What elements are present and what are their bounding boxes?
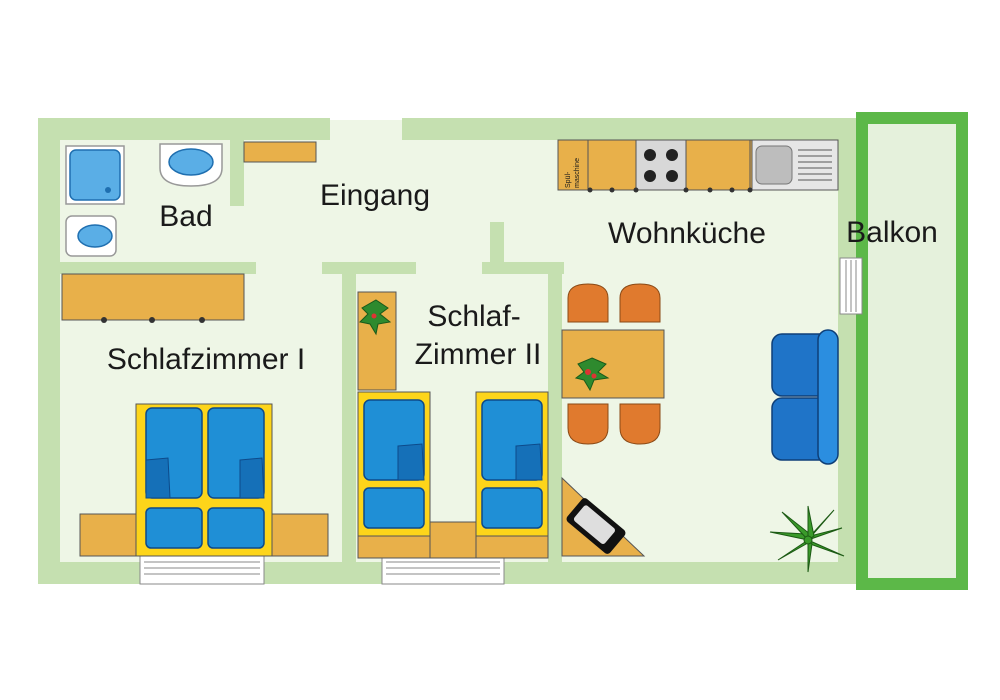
palm-plant-icon [769, 505, 845, 573]
room-label-schlafzimmer-2-line-2: Zimmer II [415, 338, 542, 371]
balcony-railing [856, 112, 968, 590]
window-bedroom-1 [139, 555, 265, 585]
balcony-door [839, 257, 863, 315]
single-bed-right [475, 391, 549, 537]
room-label-bad: Bad [159, 200, 212, 233]
toilet [65, 215, 117, 257]
wardrobe-bedroom-1 [61, 273, 245, 323]
dishwasher [557, 139, 589, 191]
stove [635, 139, 687, 191]
kitchen-counter [557, 139, 839, 193]
balcony [856, 112, 968, 590]
sofa [771, 329, 839, 465]
dishwasher-label-line-2: maschine [574, 158, 581, 188]
room-label-schlafzimmer-1: Schlafzimmer I [107, 343, 305, 376]
dining-chairs [567, 283, 661, 445]
nightstands-bedroom-2 [357, 521, 549, 559]
washbasin [159, 143, 223, 187]
tv-cabinet [561, 476, 646, 557]
room-label-wohnkueche: Wohnküche [608, 217, 766, 250]
room-label-schlafzimmer-2-line-1: Schlaf- [427, 300, 520, 333]
shower-tray [65, 145, 125, 205]
window-bedroom-2 [381, 555, 505, 585]
dishwasher-label-line-1: Spül- [565, 171, 572, 188]
dining-table [561, 329, 665, 399]
entrance-shelf [243, 141, 317, 163]
interior-walls [60, 140, 564, 562]
wardrobe-plant-icon [358, 299, 392, 336]
single-bed-left [357, 391, 431, 537]
double-bed [79, 403, 329, 557]
room-label-balkon: Balkon [846, 216, 938, 249]
table-plant-icon [574, 357, 610, 392]
room-label-eingang: Eingang [320, 179, 430, 212]
